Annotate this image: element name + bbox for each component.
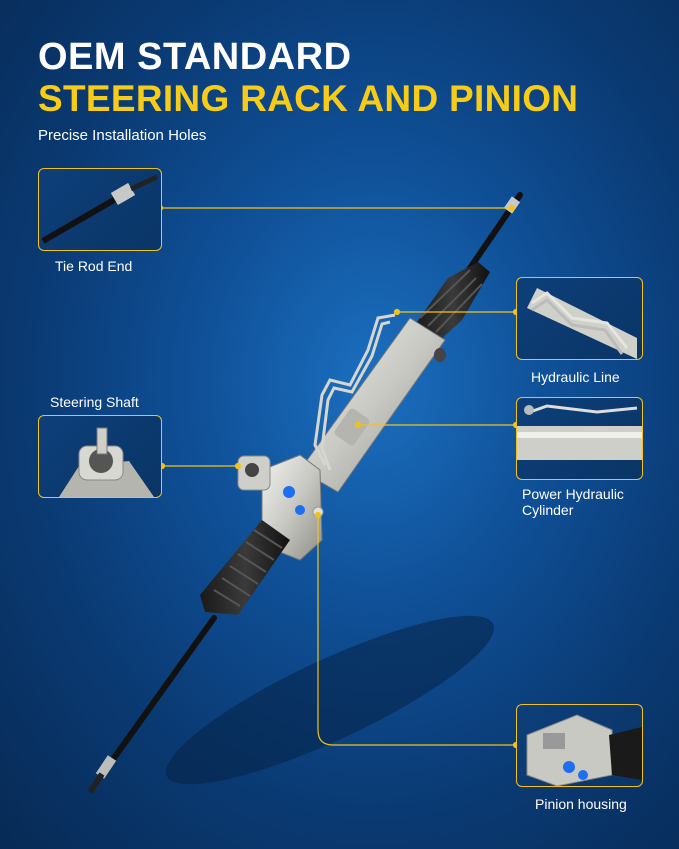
inset-pinion-housing	[516, 704, 643, 787]
subtitle: Precise Installation Holes	[38, 127, 207, 144]
tie-rod-end-image	[41, 174, 159, 244]
label-pinion-housing: Pinion housing	[535, 796, 627, 812]
inset-power-cylinder	[516, 397, 643, 480]
inset-tie-rod-end	[38, 168, 162, 251]
label-tie-rod-end: Tie Rod End	[55, 258, 133, 274]
upper-boot	[415, 262, 490, 340]
label-power-cylinder-text: Power Hydraulic Cylinder	[522, 486, 624, 518]
lower-boot	[200, 520, 290, 615]
rack-tube	[299, 317, 446, 493]
steering-shaft-image	[59, 427, 154, 497]
inset-hydraulic-line	[516, 277, 643, 360]
hydraulic-line-image	[527, 288, 637, 359]
title-line-2: STEERING RACK AND PINION	[38, 78, 579, 119]
inset-steering-shaft	[38, 415, 162, 498]
label-hydraulic-line: Hydraulic Line	[531, 369, 620, 385]
shadow	[165, 615, 495, 785]
title-line-1: OEM STANDARD	[38, 36, 352, 78]
hydraulic-lines	[313, 313, 396, 471]
pinion-housing-image	[526, 714, 642, 786]
label-power-cylinder: Power Hydraulic Cylinder	[522, 486, 624, 518]
power-cylinder-image	[517, 404, 642, 460]
label-steering-shaft: Steering Shaft	[50, 394, 139, 410]
lower-tie-rod	[87, 615, 217, 794]
